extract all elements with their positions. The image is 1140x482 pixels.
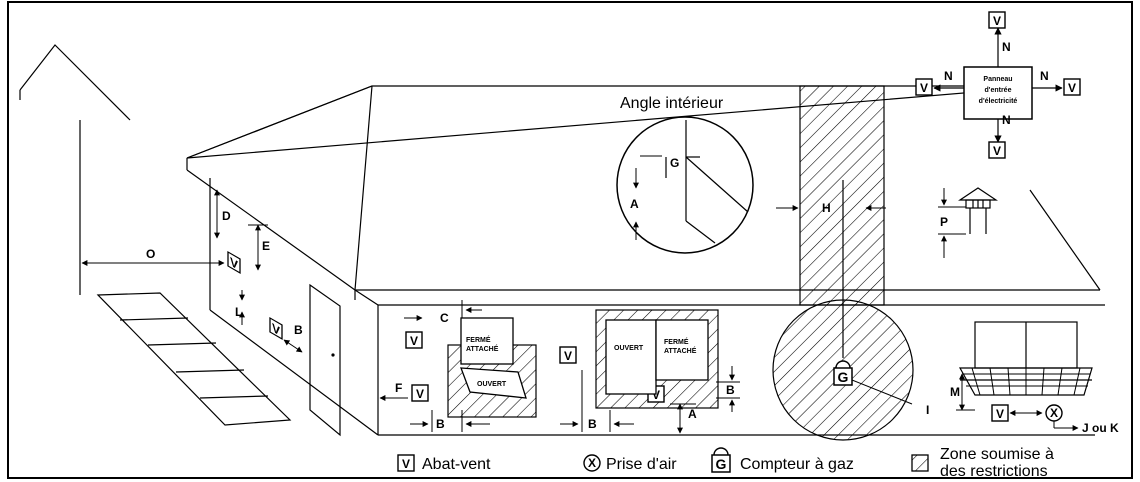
svg-text:V: V xyxy=(996,407,1004,421)
label-b-center: B xyxy=(588,417,597,431)
electrical-panel: Panneau d'entrée d'électricité N N N N xyxy=(933,27,1063,143)
svg-text:V: V xyxy=(564,349,572,363)
legend-air-intake-label: Prise d'air xyxy=(606,456,677,473)
vent-icon: V xyxy=(227,250,241,274)
label-h: H xyxy=(822,201,831,215)
window-left: FERMÉ ATTACHÉ OUVERT xyxy=(460,317,527,399)
legend-vent: V Abat-vent xyxy=(397,454,491,473)
legend: V Abat-vent X Prise d'air G Compteur à g… xyxy=(397,446,1054,480)
vent-icon: V xyxy=(988,11,1006,29)
label-l: L xyxy=(235,305,242,319)
window-open-label: OUVERT xyxy=(614,345,644,352)
frame xyxy=(7,1,1133,479)
svg-text:V: V xyxy=(993,144,1001,158)
svg-text:V: V xyxy=(1068,81,1076,95)
label-p: P xyxy=(940,215,948,229)
label-j-ou-k: J ou K xyxy=(1082,421,1119,435)
svg-text:V: V xyxy=(410,334,418,348)
window-attached-label: ATTACHÉ xyxy=(466,344,499,353)
label-g: G xyxy=(670,156,679,170)
vent-icon: V xyxy=(991,404,1009,422)
walkway xyxy=(96,292,292,426)
window-attached-label: ATTACHÉ xyxy=(664,346,697,355)
window-closed-label: FERMÉ xyxy=(466,335,491,344)
label-e: E xyxy=(262,239,270,253)
label-i: I xyxy=(926,403,929,417)
legend-vent-label: Abat-vent xyxy=(422,456,491,473)
label-a: A xyxy=(688,407,697,421)
svg-text:G: G xyxy=(838,369,849,385)
label-b-left: B xyxy=(436,417,445,431)
label-b-wall: B xyxy=(294,323,303,337)
label-n-top: N xyxy=(1002,40,1011,54)
panel-line1: Panneau xyxy=(983,76,1012,83)
inside-corner-detail: Angle intérieur G A xyxy=(616,95,754,254)
dimensions: O D E L B C F B B xyxy=(81,189,1119,435)
label-b-right: B xyxy=(726,383,735,397)
label-a-corner: A xyxy=(630,197,639,211)
legend-air-intake: X Prise d'air xyxy=(583,454,677,473)
panel-line3: d'électricité xyxy=(979,98,1018,105)
chimney: P xyxy=(938,187,998,258)
window-center: OUVERT FERMÉ ATTACHÉ xyxy=(605,319,709,395)
svg-text:V: V xyxy=(993,14,1001,28)
window-closed-label: FERMÉ xyxy=(664,337,689,346)
vent-icon: V xyxy=(269,316,283,340)
legend-restricted-line1: Zone soumise à xyxy=(940,446,1054,463)
inside-corner-title: Angle intérieur xyxy=(620,95,724,112)
svg-text:V: V xyxy=(652,388,660,402)
label-c: C xyxy=(440,311,449,325)
label-d: D xyxy=(222,209,231,223)
vent-icon: V xyxy=(405,331,423,349)
vent-icon: V xyxy=(915,78,933,96)
label-n-bottom: N xyxy=(1002,113,1011,127)
window-open-label: OUVERT xyxy=(477,381,507,388)
label-m: M xyxy=(950,385,960,399)
svg-text:X: X xyxy=(588,456,596,470)
vent-icon: V xyxy=(411,384,429,402)
neighbor-house xyxy=(19,44,131,295)
gas-meter-icon: G xyxy=(833,360,853,386)
legend-gas-meter: G Compteur à gaz xyxy=(711,447,854,473)
label-o: O xyxy=(146,247,155,261)
vent-icon: V xyxy=(559,346,577,364)
legend-restricted-line2: des restrictions xyxy=(940,463,1048,480)
svg-text:V: V xyxy=(920,81,928,95)
svg-text:V: V xyxy=(416,387,424,401)
deck xyxy=(958,321,1093,396)
svg-text:G: G xyxy=(716,456,727,472)
svg-text:X: X xyxy=(1050,406,1058,420)
svg-text:V: V xyxy=(402,457,410,471)
legend-restricted: Zone soumise à des restrictions xyxy=(911,446,1054,480)
panel-line2: d'entrée xyxy=(985,87,1012,94)
label-n-left: N xyxy=(944,69,953,83)
label-f: F xyxy=(395,381,402,395)
legend-gas-meter-label: Compteur à gaz xyxy=(740,456,854,473)
label-n-right: N xyxy=(1040,69,1049,83)
svg-text:V: V xyxy=(230,254,238,273)
vent-icon: V xyxy=(988,141,1006,159)
vent-icon: V xyxy=(1063,78,1081,96)
air-intake-icon: X xyxy=(1045,404,1063,422)
svg-text:V: V xyxy=(272,320,280,339)
